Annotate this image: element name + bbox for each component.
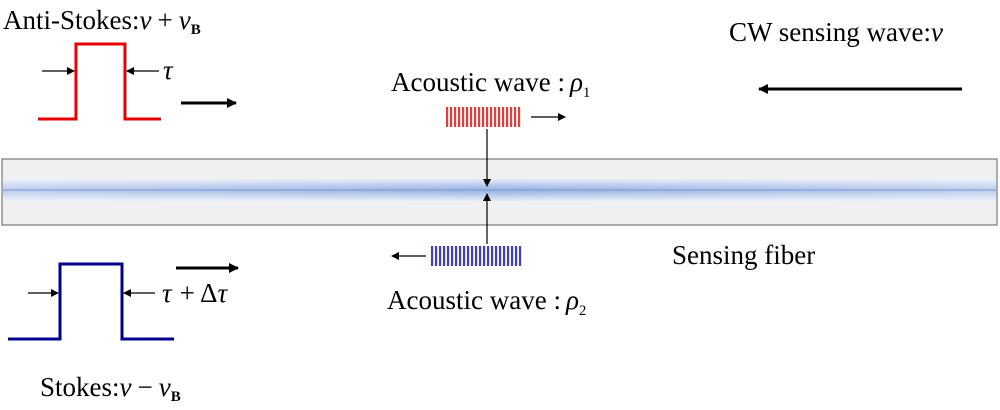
acoustic-wave-2-stripe — [515, 246, 518, 266]
cw-sensing-wave-label: CW sensing wave:ν — [729, 17, 943, 47]
stokes-pulse — [8, 262, 174, 341]
acoustic-wave-1-stripe — [462, 107, 465, 127]
acoustic-wave-2-stripe — [439, 246, 442, 266]
acoustic-wave-1-stripe — [486, 107, 489, 127]
acoustic-wave-1-label: Acoustic wave :ρ1 — [391, 67, 590, 101]
acoustic-wave-1-packet — [446, 107, 522, 127]
acoustic-wave-2-stripe — [471, 246, 474, 266]
acoustic-wave-2-packet — [431, 246, 523, 266]
acoustic-wave-1-stripe — [510, 107, 513, 127]
sensing-fiber-label: Sensing fiber — [672, 240, 815, 270]
acoustic-wave-2-stripe — [451, 246, 454, 266]
anti-stokes-width-tau: τ — [163, 55, 174, 85]
acoustic-wave-2-stripe — [495, 246, 498, 266]
acoustic-wave-1-stripe — [494, 107, 497, 127]
acoustic-wave-2-stripe — [499, 246, 502, 266]
acoustic-wave-2-stripe — [431, 246, 434, 266]
acoustic-wave-2-stripe — [487, 246, 490, 266]
acoustic-wave-1-stripe — [450, 107, 453, 127]
acoustic-wave-2-stripe — [503, 246, 506, 266]
acoustic-wave-1-stripe — [446, 107, 449, 127]
acoustic-wave-1-stripe — [490, 107, 493, 127]
acoustic-wave-1-stripe — [474, 107, 477, 127]
acoustic-wave-2-label: Acoustic wave :ρ2 — [387, 285, 586, 319]
acoustic-wave-1-stripe — [466, 107, 469, 127]
anti-stokes-label: Anti-Stokes:ν+νB — [3, 5, 201, 38]
acoustic-wave-2-stripe — [435, 246, 438, 266]
anti-stokes-pulse — [38, 42, 161, 121]
acoustic-wave-1-stripe — [482, 107, 485, 127]
acoustic-wave-2-stripe — [507, 246, 510, 266]
acoustic-wave-2-stripe — [459, 246, 462, 266]
stokes-width-label: τ+ Δτ — [162, 278, 229, 308]
acoustic-wave-2-stripe — [443, 246, 446, 266]
acoustic-wave-1-stripe — [498, 107, 501, 127]
acoustic-wave-2-stripe — [447, 246, 450, 266]
acoustic-wave-2-stripe — [519, 246, 522, 266]
acoustic-wave-2-stripe — [479, 246, 482, 266]
acoustic-wave-2-stripe — [491, 246, 494, 266]
acoustic-wave-1-stripe — [458, 107, 461, 127]
acoustic-wave-1-stripe — [506, 107, 509, 127]
acoustic-wave-2-stripe — [475, 246, 478, 266]
acoustic-wave-1-stripe — [478, 107, 481, 127]
acoustic-wave-2-stripe — [511, 246, 514, 266]
acoustic-wave-1-stripe — [454, 107, 457, 127]
acoustic-wave-2-stripe — [455, 246, 458, 266]
sensing-fiber — [1, 158, 998, 226]
acoustic-wave-1-stripe — [514, 107, 517, 127]
acoustic-wave-1-stripe — [502, 107, 505, 127]
acoustic-wave-1-stripe — [470, 107, 473, 127]
acoustic-wave-1-stripe — [518, 107, 521, 127]
acoustic-wave-2-stripe — [467, 246, 470, 266]
stokes-label: Stokes:ν−νB — [40, 372, 181, 405]
acoustic-wave-2-stripe — [463, 246, 466, 266]
acoustic-wave-2-stripe — [483, 246, 486, 266]
